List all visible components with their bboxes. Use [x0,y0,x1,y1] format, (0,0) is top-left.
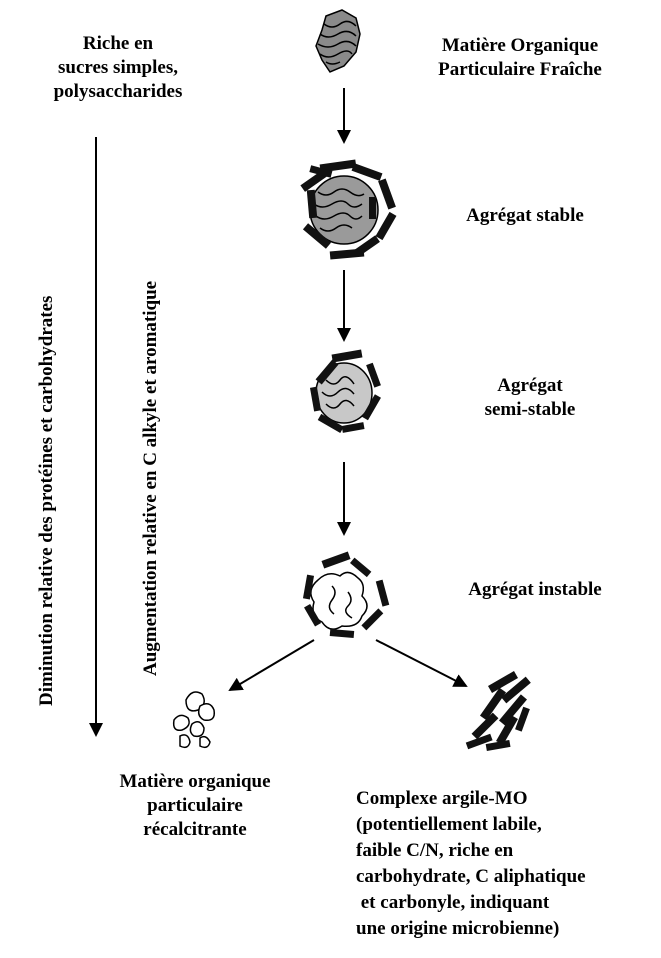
clay-om-complex-icon [465,671,531,752]
outcome-left-line-2: particulaire [147,795,243,816]
outcome-left-line-3: récalcitrante [143,819,247,840]
top-left-label: Riche en sucres simples, polysaccharides [18,32,218,104]
top-left-line-2: sucres simples, [58,57,178,78]
stage-label-unstable: Agrégat instable [420,578,650,602]
outcome-clay-om-complex-label: Complexe argile-MO (potentiellement labi… [356,786,656,942]
outcome-right-line-5: et carbonyle, indiquant [356,892,550,913]
outcome-right-line-3: faible C/N, riche en [356,840,514,861]
stage-fresh-line-2: Particulaire Fraîche [438,59,602,80]
arrow-unstable-to-complex [375,639,468,687]
arrow-unstable-to-recalcitrant [228,639,315,692]
stage-label-semi-stable: Agrégat semi-stable [440,374,620,422]
stage-label-stable: Agrégat stable [420,204,630,228]
top-left-line-3: polysaccharides [53,81,183,102]
increase-trend-label: Augmentation relative en C alkyle et aro… [140,280,161,676]
stable-aggregate-icon [300,159,397,260]
outcome-recalcitrant-label: Matière organique particulaire récalcitr… [70,770,320,842]
fresh-organic-matter-icon [315,9,361,73]
outcome-right-line-2: (potentiellement labile, [356,814,542,835]
stage-label-fresh-om: Matière Organique Particulaire Fraîche [400,34,640,82]
stage-semistable-line-2: semi-stable [484,399,576,420]
outcome-left-line-1: Matière organique [119,771,271,792]
semi-stable-aggregate-icon [309,349,381,433]
outcome-right-line-4: carbohydrate, C aliphatique [356,866,586,887]
stage-semistable-line-1: Agrégat [497,375,563,396]
top-left-line-1: Riche en [82,33,154,54]
recalcitrant-fragments-icon [172,691,216,749]
unstable-aggregate-icon [302,551,390,639]
stage-fresh-line-1: Matière Organique [441,35,599,56]
stage-stable-line-1: Agrégat stable [466,205,584,226]
stage-unstable-line-1: Agrégat instable [468,579,602,600]
decrease-trend-label: Diminution relative des protéines et car… [36,295,57,706]
outcome-right-line-6: une origine microbienne) [356,918,560,939]
outcome-right-line-1: Complexe argile-MO [356,788,528,809]
